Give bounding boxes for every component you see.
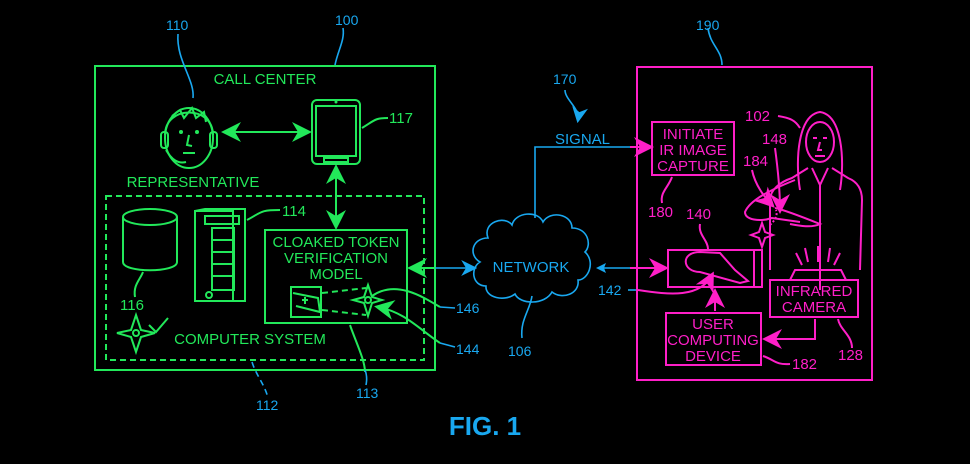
camera-line-2: CAMERA xyxy=(782,299,846,316)
leader-146-line xyxy=(371,288,441,308)
ref-106: 106 xyxy=(508,343,532,359)
device-line-3: DEVICE xyxy=(685,348,741,365)
network-arrowhead xyxy=(596,263,606,273)
initiate-ir-capture-box xyxy=(651,121,735,176)
database-icon xyxy=(122,208,178,272)
ref-144: 144 xyxy=(456,341,480,357)
leader-100 xyxy=(334,27,345,66)
initiate-line-1: INITIATE xyxy=(663,126,724,143)
leader-144-line xyxy=(374,300,441,344)
leader-113-line xyxy=(349,324,366,373)
leader-102 xyxy=(777,115,801,129)
signal-label: SIGNAL xyxy=(555,131,610,148)
leader-117 xyxy=(361,117,389,129)
ref-140: 140 xyxy=(686,206,711,223)
leader-114 xyxy=(246,209,281,221)
ref-146: 146 xyxy=(456,300,480,316)
computer-system-label: COMPUTER SYSTEM xyxy=(174,331,326,348)
leader-142-line xyxy=(637,271,714,295)
leader-113 xyxy=(364,369,368,386)
ref-113: 113 xyxy=(356,385,379,401)
user-environment-box xyxy=(636,66,873,381)
ref-117: 117 xyxy=(389,110,413,127)
user-computing-device-box xyxy=(665,312,762,366)
figure-label: FIG. 1 xyxy=(449,411,521,441)
ref-100: 100 xyxy=(335,12,359,28)
ref-182: 182 xyxy=(792,356,817,373)
leader-116 xyxy=(133,271,144,298)
device-line-1: USER xyxy=(692,316,734,333)
initiate-line-3: CAPTURE xyxy=(657,158,729,175)
ref-148: 148 xyxy=(762,131,787,148)
ref-112: 112 xyxy=(256,397,279,413)
ref-116: 116 xyxy=(120,297,144,314)
server-icon xyxy=(194,208,246,302)
cloaked-token-icon xyxy=(349,281,386,320)
ir-emission-lines xyxy=(795,246,841,266)
leader-180 xyxy=(660,176,673,204)
leader-110 xyxy=(177,33,194,99)
infrared-camera-box xyxy=(769,279,859,318)
model-line-1: CLOAKED TOKEN xyxy=(273,234,400,251)
model-line-2: VERIFICATION xyxy=(284,250,388,267)
tablet-icon xyxy=(311,99,361,165)
ref-114: 114 xyxy=(282,203,306,220)
ir-image-thumbnail-icon xyxy=(290,286,322,318)
initiate-line-2: IR IMAGE xyxy=(659,142,727,159)
call-center-title: CALL CENTER xyxy=(214,71,317,88)
ref-190: 190 xyxy=(696,17,720,33)
leader-144 xyxy=(439,342,456,348)
projection-lines xyxy=(321,287,367,316)
leader-190 xyxy=(707,27,723,66)
leader-112 xyxy=(251,361,269,399)
representative-label: REPRESENTATIVE xyxy=(127,174,260,191)
ref-142: 142 xyxy=(598,282,622,298)
ref-184: 184 xyxy=(743,153,768,170)
display-screen xyxy=(667,249,763,288)
camera-line-1: INFRARED xyxy=(776,283,853,300)
leader-146 xyxy=(439,306,456,309)
ref-110: 110 xyxy=(166,17,189,33)
ref-170: 170 xyxy=(553,71,577,87)
ref-128: 128 xyxy=(838,347,863,364)
call-center-box xyxy=(94,65,436,371)
computer-system-box xyxy=(105,195,425,361)
device-line-2: COMPUTING xyxy=(667,332,759,349)
leader-170 xyxy=(564,89,588,124)
model-line-3: MODEL xyxy=(309,266,362,283)
leader-182 xyxy=(762,355,791,366)
signal-line xyxy=(534,146,630,218)
ref-102: 102 xyxy=(745,108,770,125)
leader-140 xyxy=(698,223,709,250)
leader-106 xyxy=(520,295,533,339)
leader-128 xyxy=(837,318,853,349)
camera-to-device-arrow xyxy=(762,319,816,349)
sparkle-token-icon xyxy=(748,209,778,251)
representative-icon xyxy=(160,106,218,169)
leader-184 xyxy=(751,169,775,208)
ref-180: 180 xyxy=(648,204,673,221)
verified-token-icon xyxy=(116,311,169,356)
camera-lens xyxy=(789,269,847,281)
leader-148 xyxy=(769,147,790,214)
network-label: NETWORK xyxy=(493,259,570,276)
